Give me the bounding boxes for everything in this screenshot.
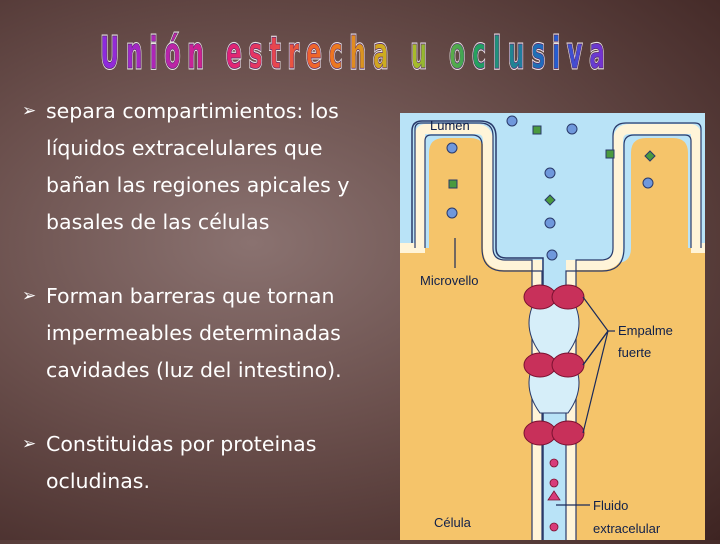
fluido-label-line2: extracelular (593, 521, 661, 536)
lumen-edge-right (565, 134, 692, 540)
bullet-text: Forman barreras que tornan impermeables … (46, 284, 342, 382)
membrane-right-band (566, 124, 705, 540)
bullet-item: ➢ Constituidas por proteinas ocludinas. (20, 426, 390, 500)
bullet-item: ➢ Forman barreras que tornan impermeable… (20, 278, 390, 389)
junction-channel (528, 292, 580, 414)
arrow-bullet-icon: ➢ (22, 434, 37, 454)
title-graphic: Unión estrecha u oclusiva Unión estrecha… (99, 27, 606, 81)
lumen-particles (446, 115, 656, 261)
outer-edge-right (575, 122, 702, 540)
membrane-left (400, 120, 544, 540)
lumen-edge-left (424, 134, 543, 540)
arrow-bullet-icon: ➢ (22, 286, 37, 306)
tight-junction-seal (523, 284, 585, 310)
empalme-label-line1: Empalme (618, 323, 673, 338)
annotation-lines (454, 238, 615, 506)
bullet-text: Constituidas por proteinas ocludinas. (46, 432, 317, 493)
arrow-bullet-icon: ➢ (22, 101, 37, 121)
fluido-label-line1: Fluido (593, 498, 628, 513)
page-title: Unión estrecha u oclusiva (100, 28, 604, 79)
tight-junction-seal (523, 420, 585, 446)
bullet-text: separa compartimientos: los líquidos ext… (46, 99, 350, 234)
celula-label: Célula (434, 515, 472, 530)
tight-junction-diagram: Lumen Microvello Empalme fuerte Célula F… (400, 113, 705, 540)
title-area: Unión estrecha u oclusiva Unión estrecha… (0, 0, 720, 81)
tight-junction-seal (523, 352, 585, 378)
empalme-label-line2: fuerte (618, 345, 651, 360)
lumen-label: Lumen (430, 118, 470, 133)
microvello-label: Microvello (420, 273, 479, 288)
outer-edge-left (414, 122, 533, 540)
bullet-item: ➢ separa compartimientos: los líquidos e… (20, 93, 390, 241)
membrane-left-band (400, 124, 542, 540)
fluid-particles (547, 458, 561, 532)
diagram-svg: Lumen Microvello Empalme fuerte Célula F… (400, 113, 705, 540)
bullet-list: ➢ separa compartimientos: los líquidos e… (20, 93, 390, 537)
